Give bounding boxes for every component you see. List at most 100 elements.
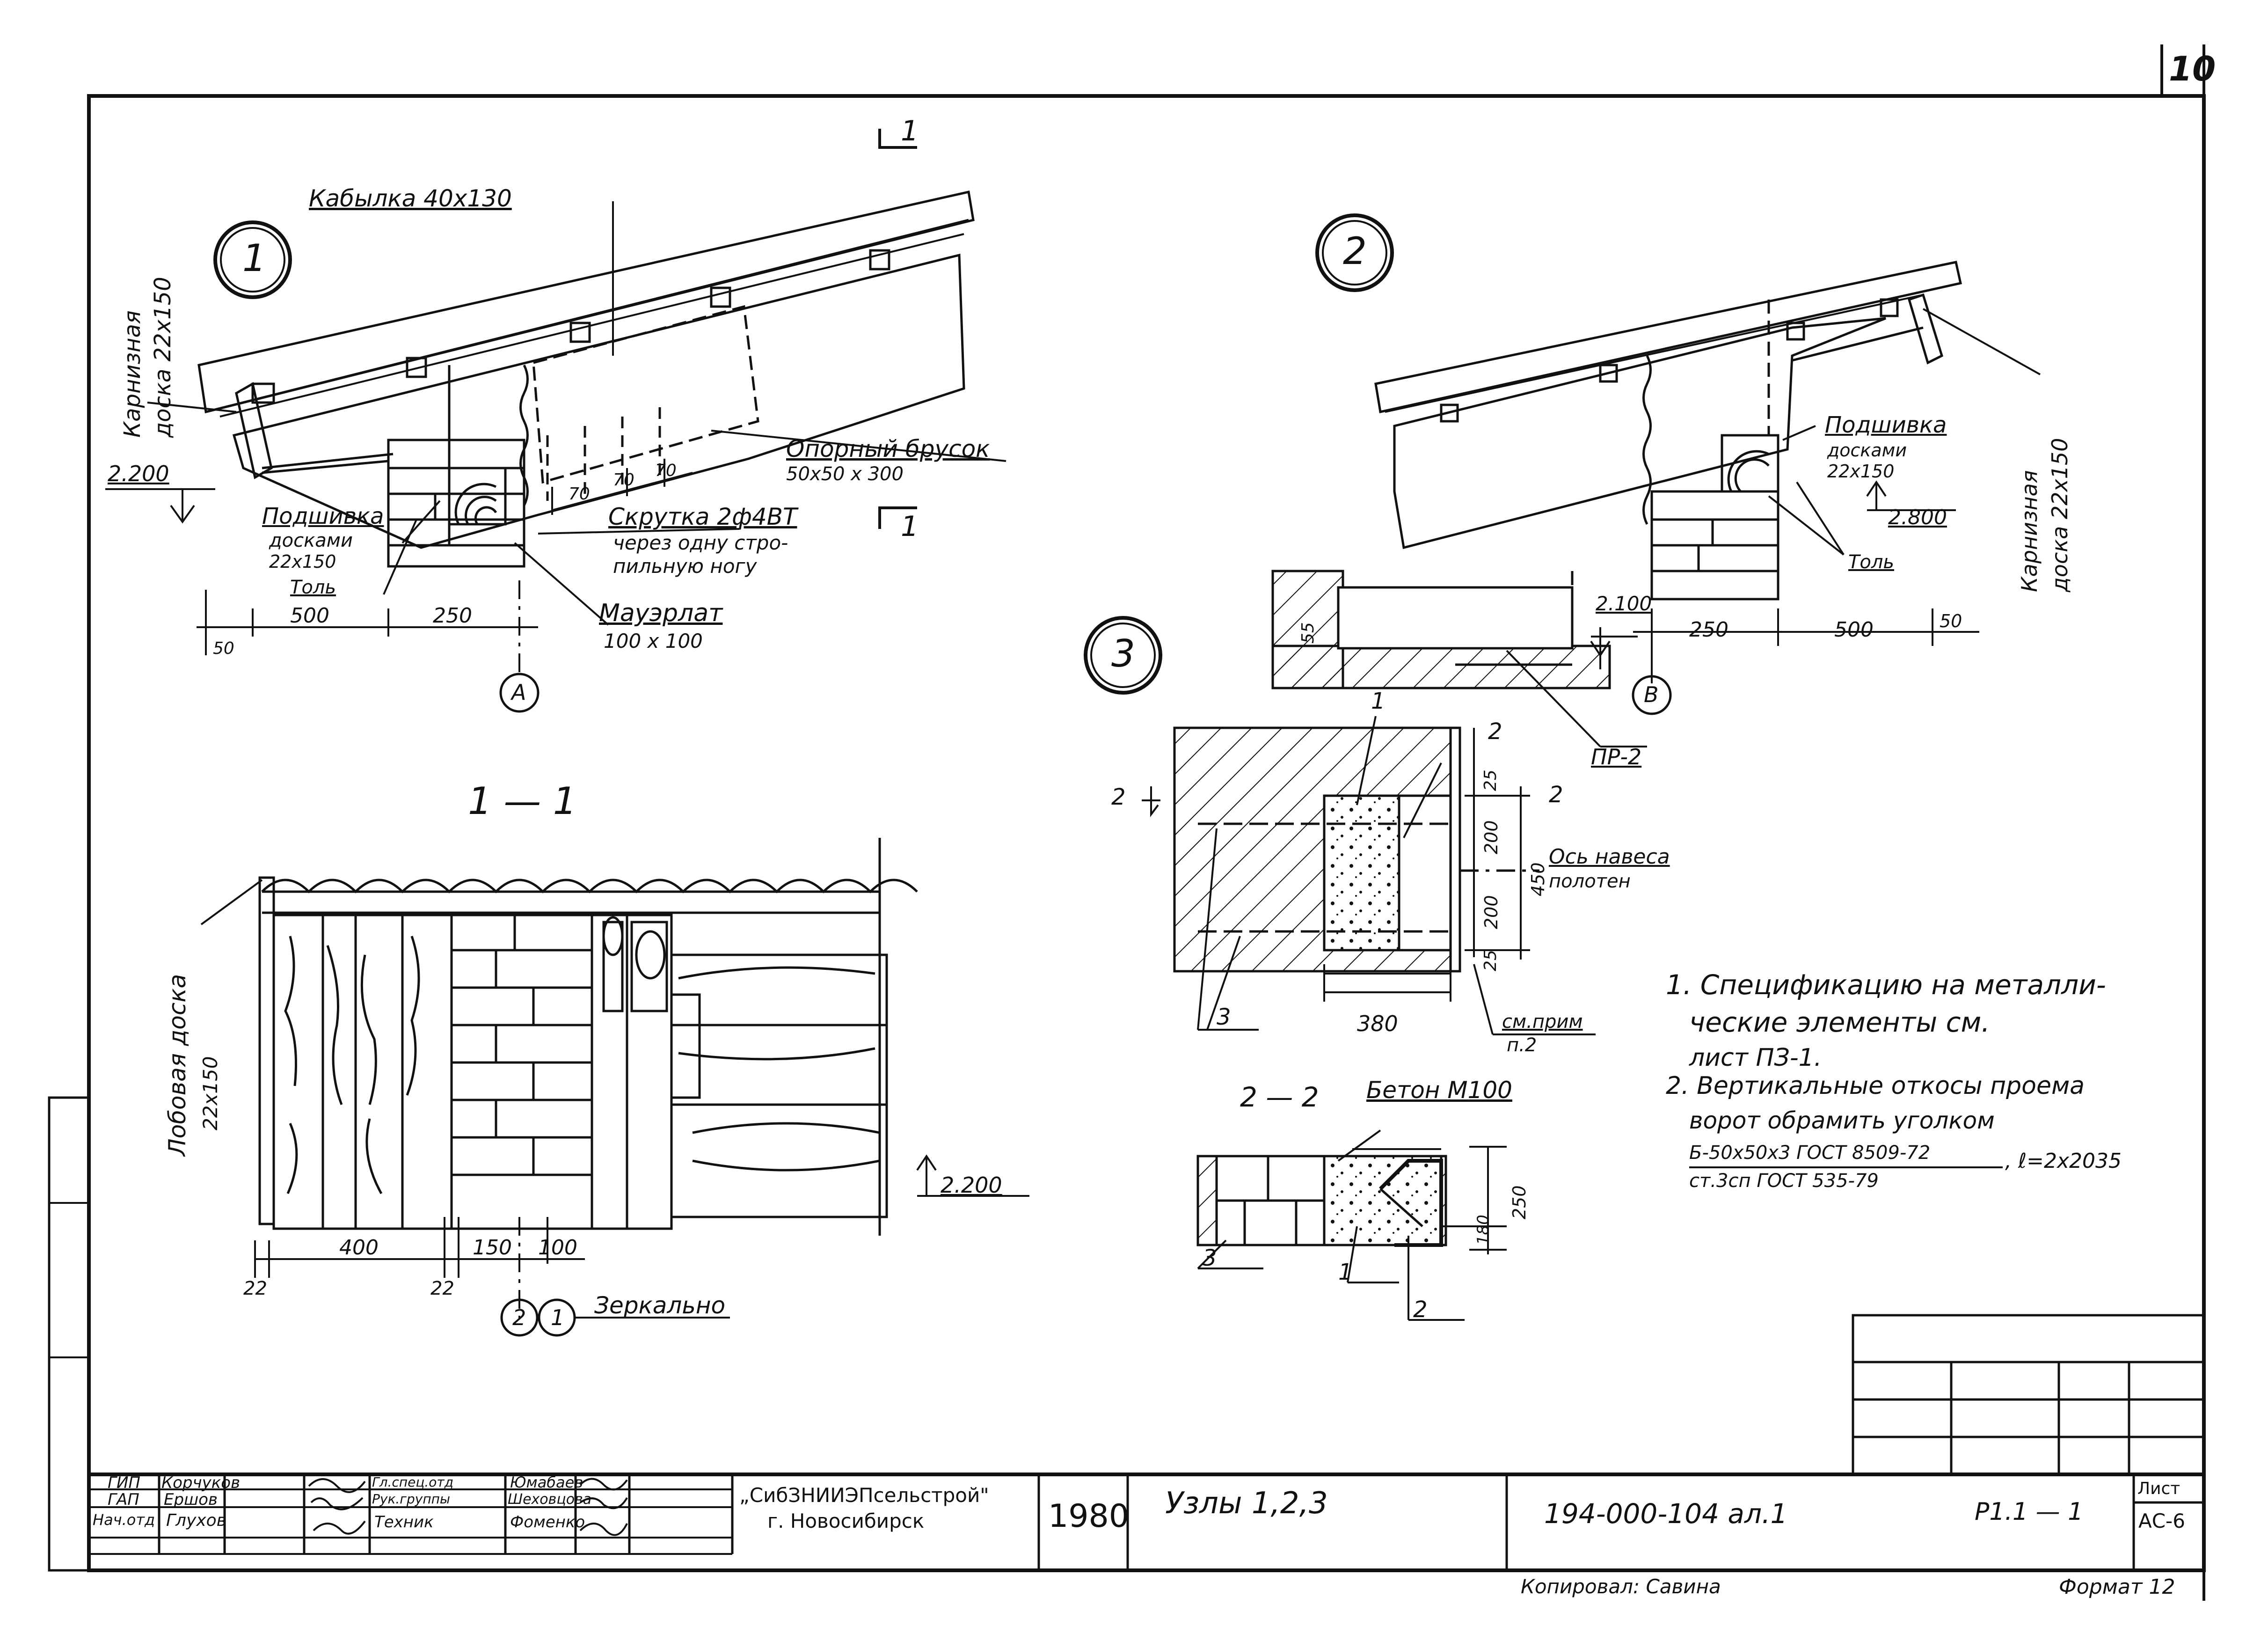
note-1-line-1: 1. Спецификацию на металли- bbox=[1666, 969, 2106, 1001]
label-sm-prim-line1: см.прим bbox=[1502, 1011, 1583, 1033]
signatures bbox=[308, 1478, 628, 1536]
dim-100: 100 bbox=[538, 1236, 577, 1260]
dim-500-node-2: 500 bbox=[1834, 618, 1874, 642]
tb-drawing-title: Узлы 1,2,3 bbox=[1165, 1486, 1328, 1521]
label-podshivka-2-line1: Подшивка bbox=[1825, 412, 1947, 438]
dim-200-bottom: 200 bbox=[1481, 895, 1502, 929]
node-3-number: 3 bbox=[1111, 632, 1135, 675]
marker-3-section: 3 bbox=[1203, 1245, 1217, 1271]
label-mauerlat-line1: Мауэрлат bbox=[599, 599, 723, 627]
label-tol-node-1: Толь bbox=[290, 577, 336, 598]
tb-name-ershov: Ершов bbox=[164, 1490, 218, 1509]
note-1-line-2: ческие элементы см. bbox=[1689, 1006, 1990, 1038]
label-karniznaya-1-line1: Карнизная bbox=[119, 310, 146, 438]
tb-role-nach-otd: Нач.отд bbox=[93, 1511, 155, 1529]
label-karniznaya-1-line2: доска 22х150 bbox=[150, 277, 176, 438]
dim-70-a: 70 bbox=[569, 484, 590, 504]
dim-380: 380 bbox=[1357, 1011, 1398, 1036]
title-block bbox=[87, 1314, 2206, 1572]
node-2-number: 2 bbox=[1343, 229, 1367, 273]
marker-2-left: 2 bbox=[1111, 784, 1126, 810]
dim-70-c: 70 bbox=[655, 461, 677, 480]
label-os-naveса-line2: полотен bbox=[1549, 871, 1631, 892]
note-2-line-4: ст.3сп ГОСТ 535-79 bbox=[1689, 1170, 1879, 1192]
marker-3-plan: 3 bbox=[1217, 1004, 1231, 1030]
dim-500-node-1: 500 bbox=[290, 604, 329, 628]
dim-22-mid: 22 bbox=[430, 1278, 454, 1299]
label-skrutka-line1: Скрутка 2ф4ВТ bbox=[608, 503, 797, 530]
dim-250-node-1: 250 bbox=[433, 604, 472, 628]
label-podshivka-2-line2: досками bbox=[1827, 440, 1907, 461]
tb-role-gap: ГАП bbox=[108, 1490, 139, 1509]
dim-22-left: 22 bbox=[243, 1278, 267, 1299]
tb-name-korchukov: Корчуков bbox=[161, 1473, 241, 1492]
tb-year: 1980 bbox=[1048, 1498, 1130, 1535]
dim-450: 450 bbox=[1528, 862, 1548, 896]
tb-list-label: Лист bbox=[2137, 1479, 2180, 1498]
tb-copied-by: Копировал: Савина bbox=[1521, 1575, 1721, 1598]
dim-400: 400 bbox=[339, 1236, 379, 1260]
tb-revision: Р1.1 — 1 bbox=[1975, 1498, 2084, 1526]
dim-250-node-2: 250 bbox=[1689, 618, 1728, 642]
dim-50-node-2: 50 bbox=[1940, 611, 1962, 631]
marker-2-top: 2 bbox=[1488, 718, 1502, 745]
section-mark-top: 1 bbox=[901, 115, 919, 147]
label-sm-prim-line2: п.2 bbox=[1507, 1034, 1537, 1056]
tb-role-gip: ГИП bbox=[108, 1473, 140, 1492]
tb-name-gluhov: Глухов bbox=[166, 1511, 226, 1530]
tb-name-shehovtsova: Шеховцова bbox=[508, 1491, 592, 1508]
dim-250-section-2-2: 250 bbox=[1509, 1185, 1530, 1219]
level-mark-node-2-lower: 2.100 bbox=[1596, 592, 1652, 615]
dim-50-node-1: 50 bbox=[213, 639, 234, 658]
node-2-drawing bbox=[1315, 213, 2041, 715]
section-1-1-drawing bbox=[200, 838, 1029, 1337]
dim-55: 55 bbox=[1298, 622, 1318, 644]
label-skrutka-line3: пильную ногу bbox=[613, 555, 757, 578]
node-1-number: 1 bbox=[242, 236, 266, 280]
marker-1-section: 1 bbox=[1338, 1259, 1353, 1285]
dim-25-bottom: 25 bbox=[1481, 950, 1500, 971]
axis-a: А bbox=[511, 680, 526, 705]
label-podshivka-2-line3: 22х150 bbox=[1827, 461, 1895, 482]
note-2-line-2: ворот обрамить уголком bbox=[1689, 1107, 1995, 1134]
tb-name-yumabaev: Юмабаев bbox=[510, 1473, 583, 1491]
tb-role-tehnik: Техник bbox=[374, 1513, 434, 1531]
label-skrutka-line2: через одну стро- bbox=[613, 531, 788, 554]
marker-2-right: 2 bbox=[1549, 782, 1563, 808]
marker-2-section: 2 bbox=[1413, 1297, 1428, 1323]
section-2-2-title: 2 — 2 bbox=[1240, 1081, 1319, 1113]
tb-drawing-code: 194-000-104 ал.1 bbox=[1544, 1498, 1788, 1530]
dim-70-b: 70 bbox=[613, 470, 634, 490]
label-podshivka-1-line3: 22х150 bbox=[269, 551, 336, 572]
label-karniznaya-2-line1: Карнизная bbox=[2017, 470, 2042, 592]
label-zerkalno: Зеркально bbox=[594, 1292, 726, 1319]
label-karniznaya-2-line2: доска 22х150 bbox=[2047, 438, 2072, 592]
level-mark-section-1-1: 2.200 bbox=[941, 1172, 1002, 1198]
circle-1-label: 1 bbox=[551, 1305, 565, 1330]
label-lobovaya-line1: Лобовая доска bbox=[164, 974, 191, 1156]
tb-org-line-2: г. Новосибирск bbox=[767, 1509, 925, 1532]
node-1-drawing bbox=[105, 129, 1006, 713]
tb-name-fomenko: Фоменко bbox=[510, 1513, 585, 1531]
sheet-number: 10 bbox=[2169, 49, 2216, 88]
label-pr-2: ПР-2 bbox=[1591, 744, 1642, 769]
label-opor-brusok-line1: Опорный брусок bbox=[786, 435, 990, 462]
tb-role-ruk-gruppy: Рук.группы bbox=[372, 1491, 451, 1507]
label-mauerlat-line2: 100 х 100 bbox=[604, 630, 703, 652]
circle-2-label: 2 bbox=[512, 1305, 526, 1330]
dim-25-top: 25 bbox=[1481, 769, 1500, 791]
level-mark-node-2: 2.800 bbox=[1888, 506, 1947, 529]
section-1-1-title: 1 — 1 bbox=[468, 779, 577, 823]
dim-200-top: 200 bbox=[1481, 820, 1502, 854]
axis-v: В bbox=[1644, 682, 1659, 707]
tb-list-value: АС-6 bbox=[2138, 1509, 2185, 1532]
label-podshivka-1-line1: Подшивка bbox=[262, 503, 384, 529]
label-os-naveса-line1: Ось навеса bbox=[1549, 845, 1670, 869]
note-2-line-5: , ℓ=2х2035 bbox=[2005, 1149, 2122, 1173]
label-podshivka-1-line2: досками bbox=[269, 530, 353, 551]
note-1-line-3: лист ПЗ-1. bbox=[1689, 1044, 1822, 1072]
note-2-line-3: Б-50х50х3 ГОСТ 8509-72 bbox=[1689, 1142, 1931, 1164]
label-opor-brusok-line2: 50х50 х 300 bbox=[786, 463, 904, 485]
dim-150: 150 bbox=[473, 1236, 512, 1260]
